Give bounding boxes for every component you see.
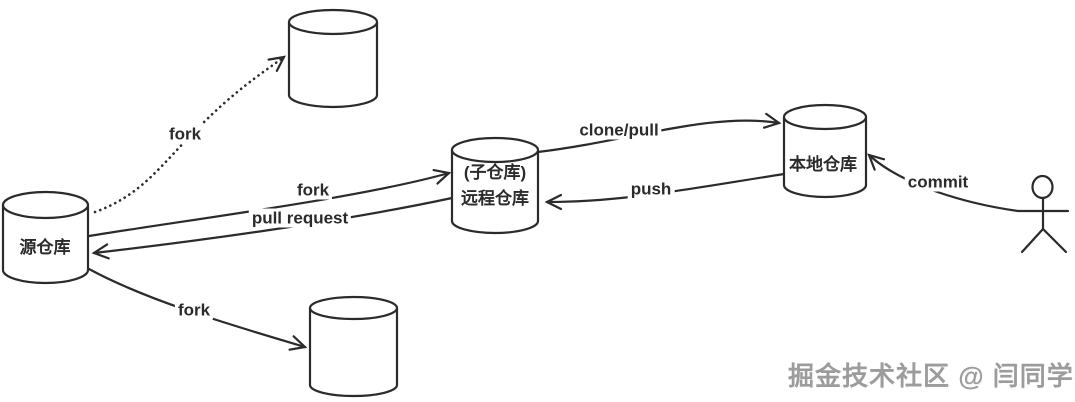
developer-head [1031,174,1054,200]
edge-label-pull-request: pull request [248,208,352,228]
cylinder-body [782,117,868,199]
cylinder-body [450,150,540,235]
cylinder-top [287,8,379,36]
cylinder-local-repo [782,103,868,199]
watermark-text: 掘金技术社区 @ 闫同学 [788,361,1074,391]
cylinder-forked-repo-bottom [308,295,399,398]
edge-label-push: push [627,179,675,199]
arrow-clone-pull [536,112,782,154]
cylinder-top [450,136,540,164]
cylinder-body [287,22,379,109]
edge-label-fork-bottom: fork [174,300,214,320]
arrow-fork-dotted [93,55,286,214]
node-label-remote-repo-line1: (子仓库) [463,163,527,182]
cylinder-body [1,205,90,285]
node-label-source-repo: 源仓库 [19,238,71,257]
developer-legs [1020,227,1068,254]
arrow-fork-middle [87,168,452,238]
cylinder-top [1,190,90,220]
node-label-remote-repo: (子仓库) 远程仓库 [461,160,529,212]
arrow-commit [867,153,1020,213]
cylinder-forked-repo-top [287,8,379,109]
cylinder-top [308,295,399,321]
stick-figure-developer [1016,174,1070,254]
arrow-pull-request [91,196,454,260]
node-label-local-repo: 本地仓库 [789,155,857,174]
cylinder-top [782,103,868,131]
edge-label-commit: commit [904,172,972,192]
cylinder-body [308,308,399,398]
edge-label-fork-middle: fork [293,180,333,200]
node-label-remote-repo-line2: 远程仓库 [461,189,529,208]
edge-label-fork-top: fork [165,124,205,144]
cylinder-source-repo [1,190,90,285]
cylinder-remote-repo [450,136,540,235]
edge-label-clone-pull: clone/pull [576,120,662,140]
